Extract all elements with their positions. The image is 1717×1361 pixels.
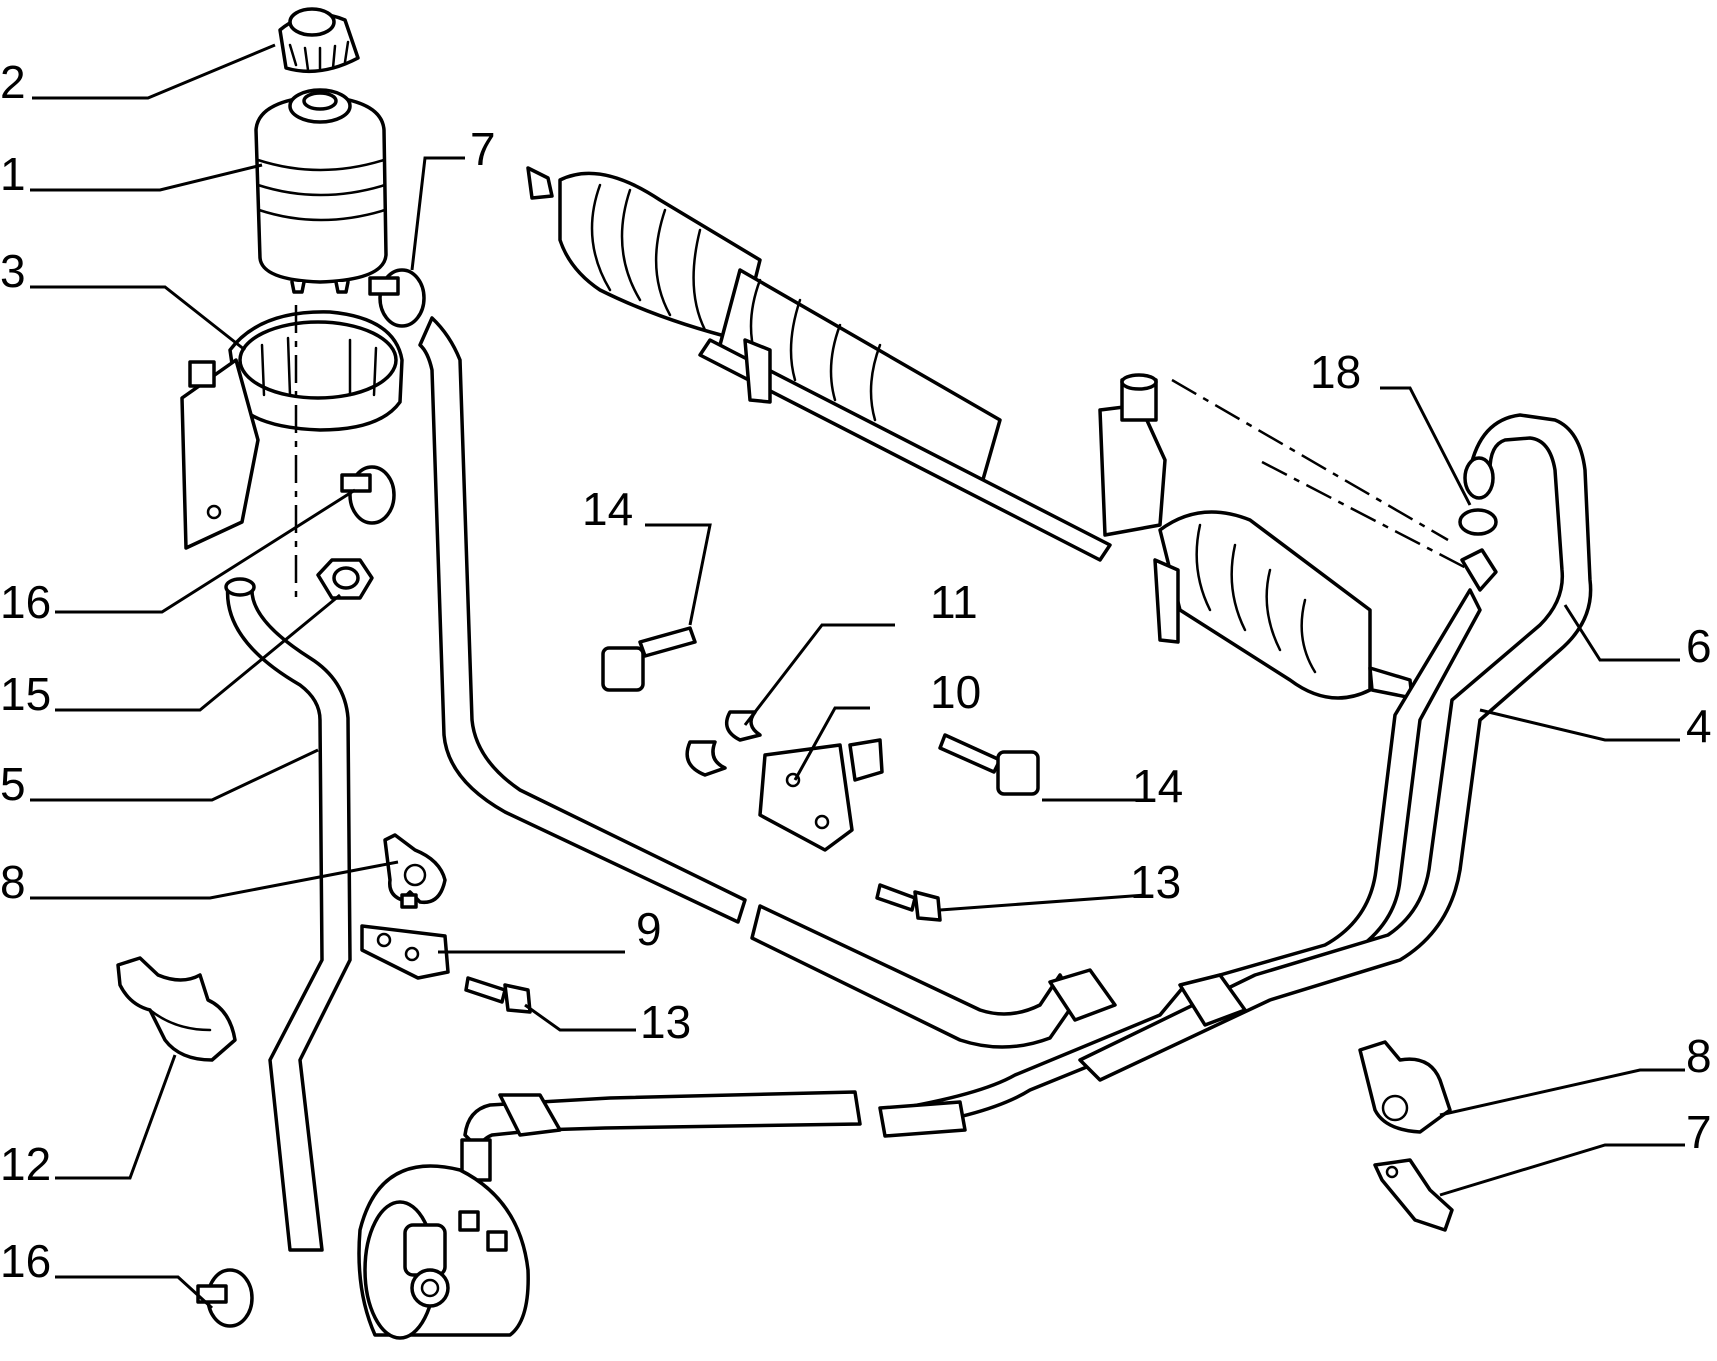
bolt-13-lower	[464, 976, 532, 1014]
callout-7-right: 7	[1686, 1106, 1712, 1158]
return-hose	[224, 577, 352, 1252]
callout-7-top: 7	[470, 123, 496, 175]
callout-12: 12	[0, 1138, 51, 1190]
callout-11: 11	[930, 576, 978, 628]
callout-16-bottom: 16	[0, 1235, 51, 1287]
leader-lines	[30, 43, 1685, 1310]
callout-6: 6	[1686, 620, 1712, 672]
callout-8-left: 8	[0, 856, 26, 908]
pipe-clamp-8-right	[1358, 1040, 1452, 1134]
callout-15: 15	[0, 668, 51, 720]
reservoir-cap	[278, 7, 360, 74]
bolt-14-right	[938, 733, 1040, 796]
pump-pressure-hose	[460, 1090, 967, 1182]
callout-4: 4	[1686, 700, 1712, 752]
reservoir	[254, 88, 388, 294]
callout-8-right: 8	[1686, 1030, 1712, 1082]
callout-14-left: 14	[582, 483, 633, 535]
bracket-7-right	[1373, 1158, 1454, 1232]
callout-3: 3	[0, 245, 26, 297]
hose-clamp-top	[368, 268, 426, 328]
callout-13-upper: 13	[1130, 856, 1181, 908]
supply-hose-long	[418, 316, 1077, 1049]
steering-rack	[526, 166, 1414, 700]
o-ring-18	[1458, 508, 1498, 536]
nut	[316, 558, 374, 600]
bracket-10	[758, 738, 884, 852]
bolt-14-left	[601, 626, 697, 692]
steering-pump	[357, 1164, 530, 1340]
callout-5: 5	[0, 758, 26, 810]
bolt-13-upper	[875, 883, 942, 922]
bracket-9	[360, 924, 450, 980]
hose-clamp-bottom	[196, 1268, 254, 1328]
pipe-clamp-8-left	[383, 833, 447, 909]
double-clamp-12	[116, 956, 237, 1062]
callout-2: 2	[0, 56, 26, 108]
callout-16-top: 16	[0, 576, 51, 628]
callout-18: 18	[1310, 346, 1361, 398]
reservoir-bracket	[180, 310, 404, 550]
callout-1: 1	[0, 148, 26, 200]
hose-clamp-mid	[340, 465, 396, 525]
callout-14-right: 14	[1132, 760, 1183, 812]
callout-9: 9	[636, 903, 662, 955]
callout-10: 10	[930, 666, 981, 718]
callout-labels: 2 1 3 7 16 15 5 8 9 10 11 12 16 13 13 14…	[0, 56, 1712, 1287]
callout-13-lower: 13	[640, 996, 691, 1048]
